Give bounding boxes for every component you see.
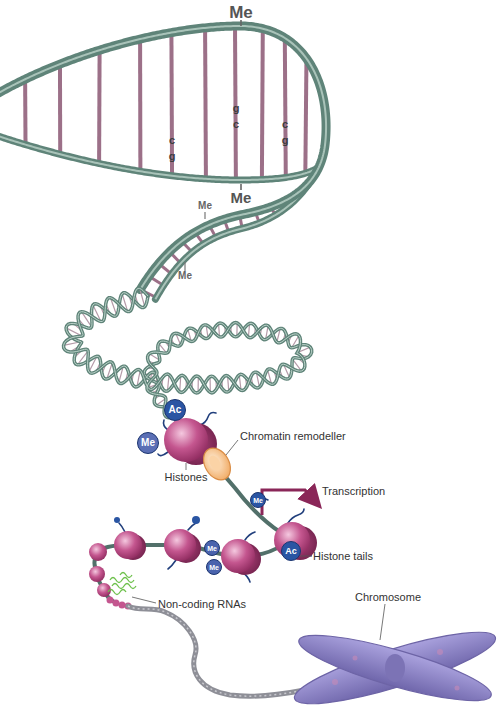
methyl-mark: Me [178, 271, 192, 281]
base-letter: c [169, 135, 175, 146]
strand-highlight [66, 293, 312, 424]
helix-strand [66, 293, 312, 424]
backbone-highlight [0, 26, 326, 290]
rna-strand [120, 573, 132, 578]
modification-text: Ac [169, 405, 182, 415]
histone [274, 522, 317, 560]
base-letter: g [169, 151, 176, 162]
part-label: Chromosome [355, 592, 421, 603]
histone-core [89, 566, 105, 582]
chromosome-speckle [332, 679, 338, 685]
rna-strand [110, 578, 134, 583]
leader-line [132, 597, 156, 603]
base-letter: c [282, 119, 288, 130]
methyl-mark: Me [198, 201, 212, 211]
base-pair-rung [138, 39, 142, 171]
base-letter: c [233, 119, 239, 130]
transcription-arrow [262, 490, 314, 515]
part-label: Histone tails [313, 551, 373, 562]
base-letter: g [282, 135, 289, 146]
base-pair-rung [203, 28, 208, 179]
histone-tail [168, 560, 176, 569]
modification-text: Me [141, 438, 155, 448]
strand-highlight [64, 288, 305, 417]
histone [221, 539, 261, 575]
backbone-highlight [0, 135, 318, 299]
leader-lines [132, 440, 385, 640]
modification-badge: Me [206, 559, 222, 575]
base-pair-rung [260, 29, 265, 180]
dna-ladder [0, 26, 326, 299]
part-label: Histones [165, 472, 208, 483]
dna-backbone [0, 135, 318, 299]
histone-core [164, 529, 196, 561]
methyl-stem [184, 262, 185, 271]
modification-dot [114, 517, 120, 523]
modification-badge: Me [137, 432, 159, 454]
histone-core [114, 531, 142, 559]
part-label: Chromatin remodeller [240, 431, 346, 442]
chromosome [289, 619, 500, 717]
methyl-stem [204, 212, 205, 219]
rna-strand [112, 584, 136, 589]
linker-dna [198, 452, 280, 532]
dna-helix [64, 288, 312, 423]
bead [119, 602, 126, 609]
histone-core [89, 543, 107, 561]
leader-line [300, 556, 311, 557]
base-pair-rung [23, 79, 27, 144]
modification-badge: Me [204, 540, 220, 556]
base-pair-rung [97, 50, 101, 163]
histone-tail [188, 523, 196, 530]
modification-dot [192, 516, 200, 524]
methyl-mark: Me [229, 4, 253, 21]
modification-text: Me [207, 545, 217, 552]
histone-tail [200, 413, 216, 426]
modification-text: Me [209, 564, 219, 571]
part-label: Transcription [322, 486, 385, 497]
base-pair-rung [305, 58, 306, 173]
centromere [385, 654, 405, 682]
non-coding-rnas [108, 573, 136, 595]
leader-line [186, 463, 187, 470]
base-letter: g [233, 103, 240, 114]
histone-core [221, 539, 255, 573]
helix-strand [64, 288, 305, 417]
histone [114, 531, 146, 560]
base-pair-rung [58, 64, 62, 154]
bead [107, 597, 114, 604]
leader-line [226, 440, 238, 455]
methyl-mark: Me [231, 190, 252, 205]
chromosome-speckle [455, 686, 460, 691]
histone-tail [119, 523, 125, 532]
histone-tail [245, 532, 255, 540]
modification-text: Ac [285, 547, 297, 556]
chromatid [289, 619, 500, 717]
chromosome-speckle [437, 649, 443, 655]
histone [164, 529, 201, 563]
modification-badge: Me [250, 492, 266, 508]
modification-badge: Ac [164, 399, 186, 421]
histone-tail [288, 509, 304, 523]
leader-line [380, 604, 385, 640]
chromosome-speckle [353, 656, 358, 661]
part-label: Non-coding RNAs [158, 599, 246, 610]
remodeller-core [207, 454, 224, 473]
histone-core [274, 522, 310, 558]
base-pair-rung [283, 38, 288, 177]
modification-badge: Ac [281, 541, 301, 561]
chromatid [294, 623, 496, 713]
histone-core [164, 418, 208, 462]
histone-tail [158, 452, 168, 456]
dna-backbone [0, 26, 326, 290]
bead [113, 600, 120, 607]
modification-text: Me [253, 497, 263, 504]
rna-strand [108, 590, 126, 595]
methyl-stem [240, 20, 242, 26]
